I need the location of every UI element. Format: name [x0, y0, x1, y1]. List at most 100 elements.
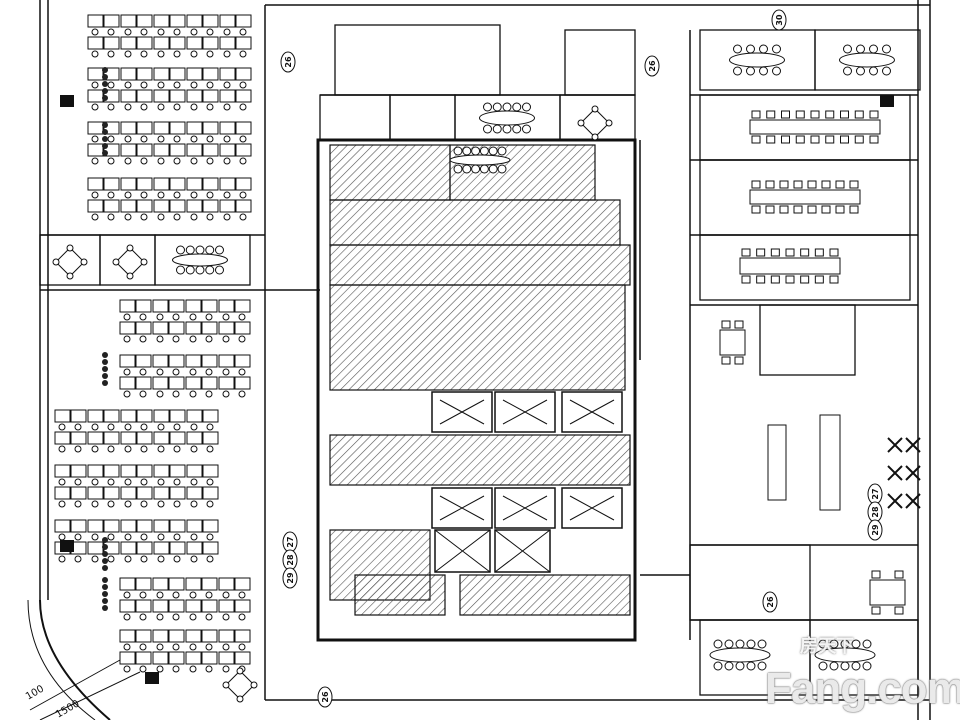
desk [201, 354, 218, 368]
chair [772, 44, 781, 54]
desk [136, 143, 153, 157]
chair [107, 213, 115, 221]
desk [103, 519, 120, 533]
chair [102, 150, 108, 156]
desk [168, 354, 185, 368]
chair [512, 124, 522, 134]
grid-bubble-circle [317, 686, 333, 708]
desk [202, 14, 219, 28]
chair [91, 478, 99, 486]
desk [169, 121, 186, 135]
chair [871, 570, 881, 579]
chair [173, 533, 181, 541]
desk [136, 431, 153, 445]
chair [140, 157, 148, 165]
desk [168, 599, 185, 613]
chair [66, 244, 74, 252]
chair [156, 390, 164, 398]
room [319, 94, 391, 141]
chair [157, 423, 165, 431]
chair [107, 423, 115, 431]
curved-wall [27, 599, 96, 720]
chair [102, 591, 108, 597]
desk [186, 541, 203, 555]
desk [103, 14, 120, 28]
desk [87, 143, 104, 157]
desk [219, 199, 236, 213]
grid-bubble-circle [280, 51, 296, 73]
chair [765, 180, 775, 189]
desk [201, 629, 218, 643]
hatched-area [329, 144, 451, 201]
chair [781, 110, 790, 119]
chair [74, 555, 82, 563]
chair [126, 272, 134, 280]
elevator [431, 391, 493, 433]
desk [103, 36, 120, 50]
chair [102, 143, 108, 149]
chair [157, 445, 165, 453]
watermark-cn: 房天下 [800, 636, 854, 657]
desk [153, 409, 170, 423]
desk [219, 121, 236, 135]
desk [54, 464, 71, 478]
desk [135, 651, 152, 665]
grid-bubble-label: 27 [286, 536, 295, 547]
chair [190, 191, 198, 199]
chair [140, 533, 148, 541]
chair [102, 605, 108, 611]
desk [119, 354, 136, 368]
chair [757, 661, 767, 671]
chair [239, 157, 247, 165]
chair [173, 157, 181, 165]
desk [186, 36, 203, 50]
desk [70, 409, 87, 423]
chair [172, 313, 180, 321]
chair [107, 157, 115, 165]
chair [751, 180, 761, 189]
chair [58, 500, 66, 508]
desk [103, 464, 120, 478]
desk [152, 321, 169, 335]
chair [239, 50, 247, 58]
grid-bubble: 26 [644, 55, 660, 77]
chair [91, 81, 99, 89]
desk [186, 177, 203, 191]
chair [102, 551, 108, 557]
chair [124, 135, 132, 143]
desk [87, 486, 104, 500]
grid-bubble: 29 [867, 519, 883, 541]
chair [849, 205, 859, 214]
desk [120, 14, 137, 28]
lounge-chair [887, 493, 903, 509]
chair [107, 81, 115, 89]
chair [140, 103, 148, 111]
grid-bubble-label: 26 [648, 60, 657, 72]
chair [205, 591, 213, 599]
desk [152, 577, 169, 591]
chair [821, 180, 831, 189]
chair [124, 500, 132, 508]
chair [205, 643, 213, 651]
chair [751, 110, 761, 119]
chair [807, 205, 817, 214]
desk [235, 36, 252, 50]
chair [74, 423, 82, 431]
chair [239, 28, 247, 36]
chair [854, 110, 864, 119]
elevator [561, 391, 623, 433]
chair [781, 135, 790, 144]
desk [234, 599, 251, 613]
chair [483, 102, 492, 112]
desk [169, 89, 186, 103]
chair [222, 335, 230, 343]
chair [770, 275, 780, 284]
desk [54, 431, 71, 445]
desk [54, 519, 71, 533]
chair [205, 390, 213, 398]
desk [218, 599, 235, 613]
desk [186, 519, 203, 533]
grid-bubble: 26 [280, 51, 296, 73]
desk [87, 541, 104, 555]
